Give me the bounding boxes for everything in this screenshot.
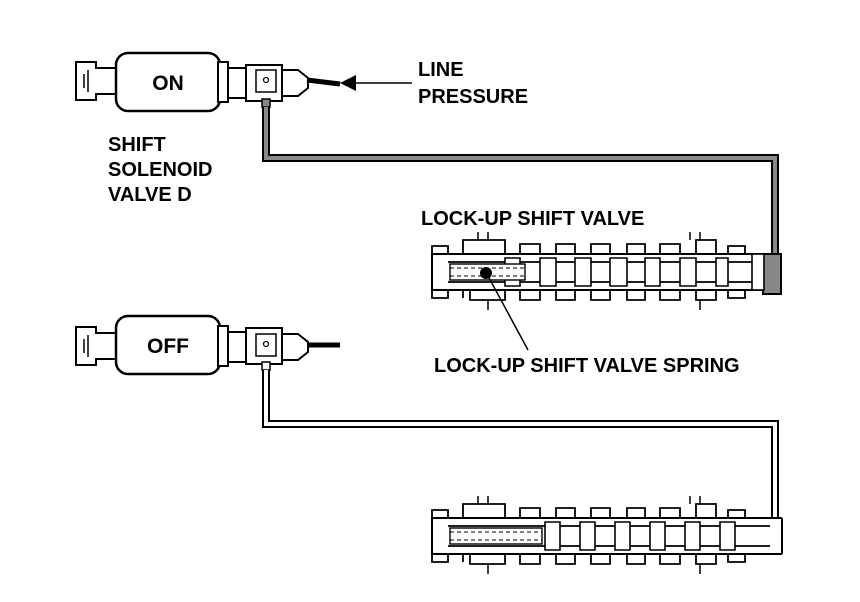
shift-valve-spring-label: LOCK-UP SHIFT VALVE SPRING [434, 355, 740, 377]
solenoid-connector-on [75, 61, 118, 101]
drained-fluid-line [262, 370, 779, 518]
solenoid-on-state-label: ON [152, 72, 184, 95]
solenoid-connector-off [75, 326, 118, 366]
pressurized-fluid-line [262, 107, 779, 255]
solenoid-off-state-label: OFF [147, 335, 189, 358]
line-pressure-label-line1: LINE [418, 59, 464, 81]
shift-valve-label: LOCK-UP SHIFT VALVE [421, 208, 644, 230]
lock-up-shift-valve-spring-compressed [449, 527, 543, 545]
shift-solenoid-off: OFF [75, 314, 340, 376]
lock-up-shift-valve-bottom [431, 496, 783, 574]
shift-solenoid-on: ON [75, 51, 412, 113]
solenoid-name-line3: VALVE D [108, 184, 192, 206]
line-pressure-label-line2: PRESSURE [418, 86, 528, 108]
lock-up-shift-valve-top [431, 232, 782, 310]
solenoid-name-line1: SHIFT [108, 134, 166, 156]
solenoid-name-line2: SOLENOID [108, 159, 212, 181]
spring-leader-line [487, 275, 529, 351]
